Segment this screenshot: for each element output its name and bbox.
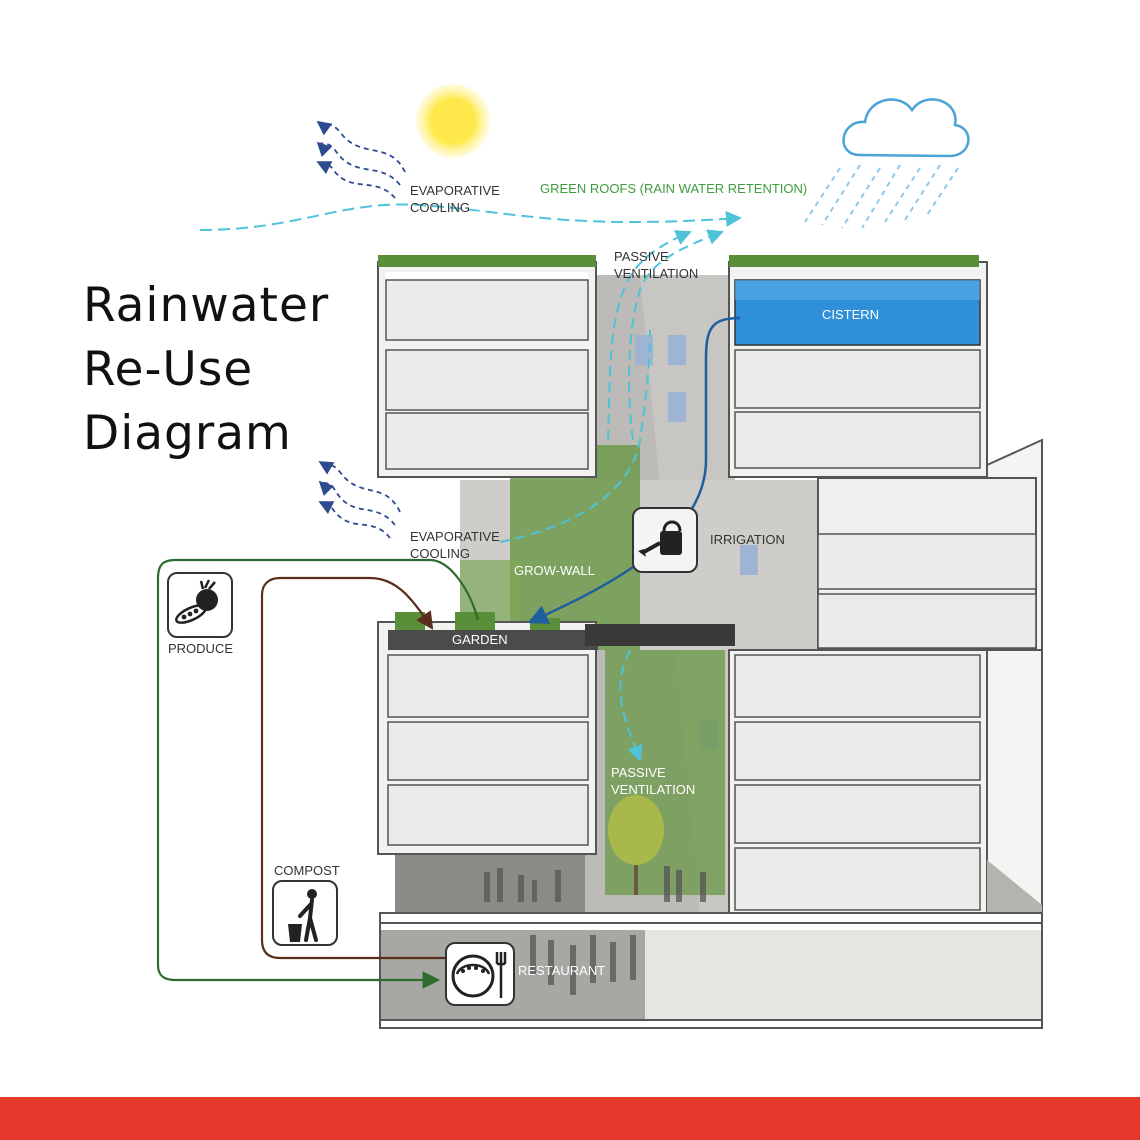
- irrigation-icon-box: [632, 507, 698, 573]
- trash-bin-icon: [288, 889, 318, 942]
- lower-left-block: [377, 612, 735, 855]
- label-line: VENTILATION: [614, 266, 699, 281]
- compost-icon-box: [272, 880, 338, 946]
- passive-ventilation-flows: [499, 229, 724, 762]
- label-line: EVAPORATIVE: [410, 183, 500, 198]
- rain-cloud-icon: [804, 98, 970, 229]
- label-line: PASSIVE: [611, 765, 666, 780]
- evaporative-cooling-air-mid: [318, 461, 401, 539]
- label-restaurant: RESTAURANT: [518, 963, 606, 978]
- irrigation-line: [527, 316, 741, 624]
- title-line-1: Rainwater: [83, 278, 330, 333]
- watering-can-icon: [638, 520, 682, 557]
- lower-right-block: [728, 649, 1043, 916]
- label-irrigation: IRRIGATION: [710, 532, 785, 547]
- sun-icon: [416, 84, 490, 158]
- produce-icon-box: [167, 572, 233, 638]
- produce-loop-line: [156, 558, 480, 989]
- right-wing: [817, 438, 1043, 651]
- label-compost: COMPOST: [274, 863, 340, 878]
- label-garden: GARDEN: [452, 632, 508, 647]
- label-green-roofs: GREEN ROOFS (RAIN WATER RETENTION): [540, 181, 808, 196]
- compost-loop-line: [260, 576, 445, 960]
- label-line: COOLING: [410, 546, 470, 561]
- label-produce: PRODUCE: [168, 641, 234, 656]
- label-line: VENTILATION: [611, 782, 696, 797]
- label-passive-ventilation-mid: PASSIVE VENTILATION: [611, 764, 695, 798]
- label-passive-ventilation-top: PASSIVE VENTILATION: [614, 248, 698, 282]
- label-line: COOLING: [410, 200, 470, 215]
- title-line-3: Diagram: [83, 406, 292, 461]
- restaurant-icon-box: [445, 942, 515, 1006]
- vegetables-icon: [175, 579, 218, 624]
- people-silhouettes: [484, 866, 706, 995]
- label-line: EVAPORATIVE: [410, 529, 500, 544]
- wind-flow-lines: [199, 203, 742, 231]
- label-evaporative-cooling-top: EVAPORATIVE COOLING: [410, 182, 500, 216]
- label-cistern: CISTERN: [822, 307, 880, 322]
- title-line-2: Re-Use: [83, 342, 254, 397]
- label-evaporative-cooling-mid: EVAPORATIVE COOLING: [410, 528, 500, 562]
- plate-cutlery-icon: [451, 952, 507, 998]
- label-line: PASSIVE: [614, 249, 669, 264]
- evaporative-cooling-air-top: [316, 120, 406, 199]
- upper-left-block: [377, 255, 597, 478]
- footer-bar: [0, 1097, 1140, 1140]
- upper-right-block: [728, 255, 988, 478]
- courtyard-tree: [608, 795, 664, 895]
- label-grow-wall: GROW-WALL: [514, 563, 595, 578]
